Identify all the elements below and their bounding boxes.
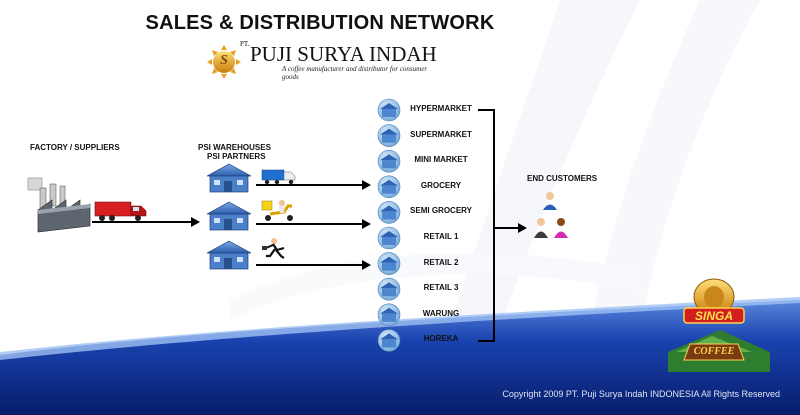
arrow-warehouse-to-outlets-2 [256,219,371,229]
outlet-label: SUPERMARKET [410,129,472,139]
truck-icon [94,201,147,221]
warehouses-label-line1: PSI WAREHOUSES [198,143,271,152]
outlet-icons [377,98,401,352]
outlet-shop-icon [377,303,401,327]
arrow-warehouse-to-outlets-3 [256,260,371,270]
delivery-truck-icon [261,169,296,185]
outlet-label: HOREKA [423,334,459,344]
customer-person-icon [543,192,557,210]
outlet-shop-icon [377,98,401,122]
brand-name: SINGA [694,309,733,323]
running-courier-icon [262,238,285,259]
outlet-shop-icon [377,149,401,173]
arrow-warehouse-to-outlets-1 [256,180,371,190]
scooter-icon [261,200,293,221]
factory-icon [27,177,91,233]
company-name: PUJI SURYA INDAH [250,42,437,66]
outlet-label: SEMI GROCERY [410,206,472,216]
company-logo-icon [207,45,241,79]
warehouse-house-icon [206,240,252,270]
outlet-label: GROCERY [420,180,462,190]
company-tagline: A coffee manufacturer and distributor fo… [282,65,428,81]
warehouse-house-icon [206,163,252,193]
outlet-shop-icon [377,124,401,147]
outlet-label: RETAIL 1 [423,232,459,241]
outlet-label: WARUNG [422,308,460,318]
footer-band [0,300,800,415]
singa-coffee-logo-icon [668,278,770,372]
copyright-text: Copyright 2009 PT. Puji Surya Indah INDO… [502,389,780,399]
outlet-shop-icon [377,175,401,199]
outlet-bracket [478,109,527,342]
warehouses-label-line2: PSI PARTNERS [207,152,266,161]
outlet-label: MINI MARKET [414,155,468,165]
arrow-factory-to-warehouses [92,217,200,227]
outlet-shop-icon [377,226,401,250]
outlet-shop-icon [377,277,401,301]
brand-product: COFFEE [693,346,735,357]
warehouse-house-icon [206,201,252,231]
footer-band-highlight [0,297,800,360]
outlet-shop-icon [377,201,401,224]
factory-label: FACTORY / SUPPLIERS [30,143,120,152]
watermark-swoosh [230,0,760,415]
company-prefix: PT. [240,40,250,48]
customer-person-icon [554,218,568,238]
end-customers-label: END CUSTOMERS [527,174,598,183]
company-logo-letter: S [220,53,228,68]
customer-person-icon [534,218,548,238]
outlet-label: RETAIL 2 [423,257,459,267]
page-title: SALES & DISTRIBUTION NETWORK [145,12,495,34]
outlet-shop-icon [377,252,401,275]
outlet-label: HYPERMARKET [410,104,472,113]
outlet-shop-icon [377,329,401,352]
outlet-label: RETAIL 3 [423,283,459,293]
